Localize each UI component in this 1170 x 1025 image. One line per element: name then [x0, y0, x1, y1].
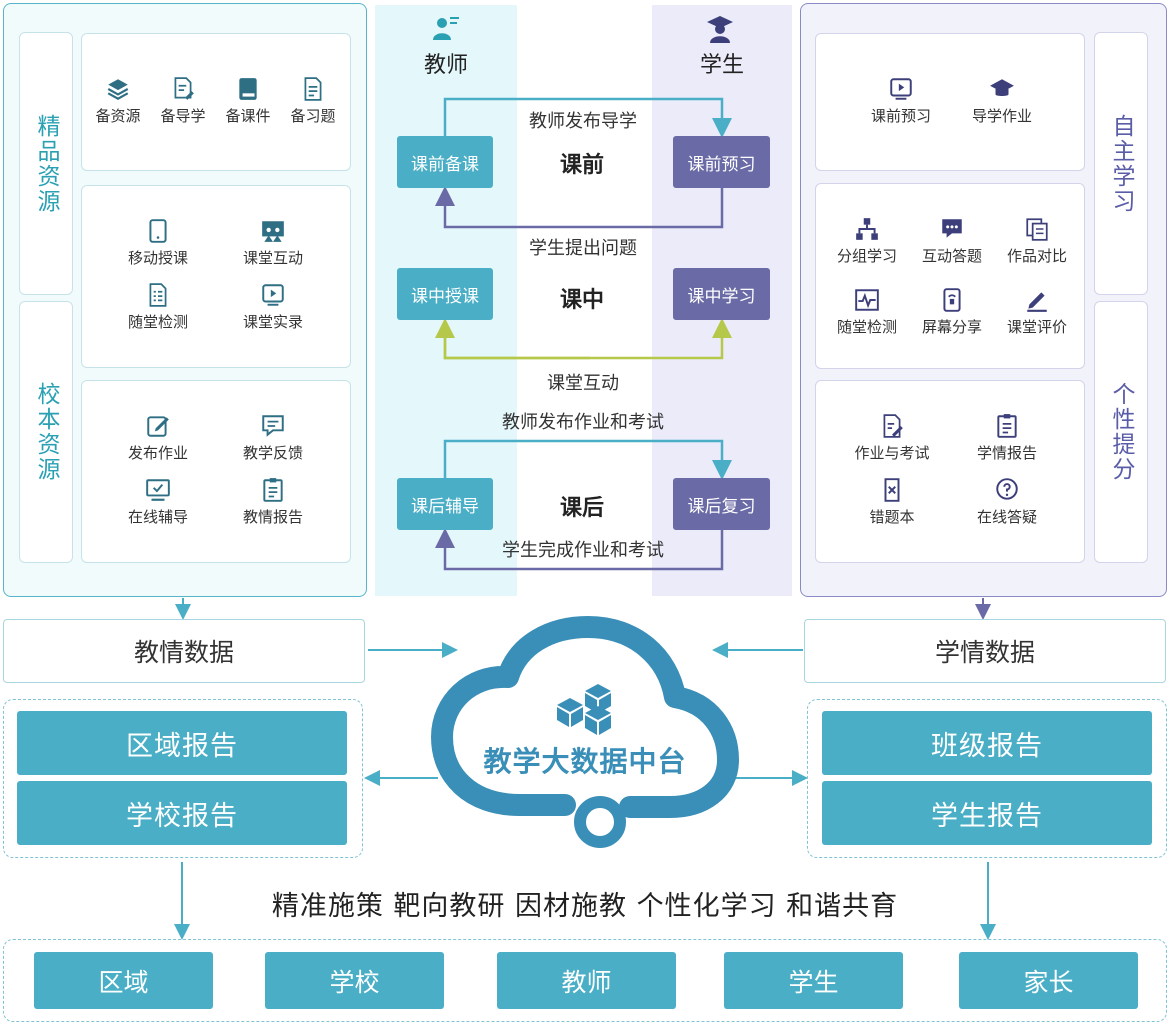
clipboard-icon — [997, 414, 1017, 438]
student-icon — [707, 16, 733, 43]
item-prep-exercises[interactable]: 备习题 — [268, 76, 358, 126]
message-icon — [262, 415, 284, 437]
audience-parent[interactable]: 家长 — [959, 952, 1138, 1009]
item-online-qa[interactable]: 在线答疑 — [962, 477, 1052, 527]
monitor-check-icon — [146, 479, 170, 501]
prep-card: 备资源 备导学 备课件 备习题 — [81, 33, 351, 171]
item-learning-report[interactable]: 学情报告 — [962, 413, 1052, 463]
item-prep-resources[interactable]: 备资源 — [73, 76, 163, 126]
graduation-cap-icon — [990, 79, 1014, 97]
item-interactive-answer[interactable]: 互动答题 — [907, 216, 997, 266]
after-class-card: 发布作业 教学反馈 在线辅导 教情报告 — [81, 380, 351, 563]
preview-card: 课前预习 导学作业 — [815, 33, 1085, 171]
flow-teacher-publish-guide: 教师发布导学 — [529, 111, 637, 132]
phase-after: 课后 — [559, 496, 604, 521]
flow-teacher-publish-homework: 教师发布作业和考试 — [502, 412, 664, 433]
audience-region[interactable]: 区域 — [34, 952, 213, 1009]
learning-data-box: 学情数据 — [804, 619, 1166, 683]
box-in-class-learning[interactable]: 课中学习 — [673, 268, 770, 320]
label-premium-resources: 精品资源 — [19, 32, 73, 295]
center-platform-title: 教学大数据中台 — [483, 745, 687, 778]
item-preview[interactable]: 课前预习 — [856, 76, 946, 126]
item-screen-share[interactable]: 屏幕分享 — [907, 287, 997, 337]
audience-school[interactable]: 学校 — [265, 952, 444, 1009]
pen-icon — [1027, 292, 1047, 312]
error-book-icon — [884, 478, 900, 502]
right-report-group — [807, 699, 1167, 858]
box-in-class-teaching[interactable]: 课中授课 — [397, 268, 493, 320]
item-prep-courseware[interactable]: 备课件 — [203, 76, 293, 126]
box-pre-class-preview[interactable]: 课前预习 — [673, 136, 770, 188]
item-mistake-book[interactable]: 错题本 — [847, 477, 937, 527]
org-chart-icon — [856, 218, 878, 240]
question-bubble-icon — [996, 478, 1018, 500]
tablet-icon — [149, 219, 167, 243]
edit-icon — [147, 416, 169, 437]
file-edit-icon — [883, 414, 903, 438]
item-class-evaluation[interactable]: 课堂评价 — [992, 287, 1082, 337]
student-title: 学生 — [699, 53, 744, 78]
label-personal-improvement: 个性提分 — [1094, 301, 1148, 563]
label-self-study: 自主学习 — [1094, 32, 1148, 295]
item-online-tutoring[interactable]: 在线辅导 — [113, 477, 203, 527]
audience-teacher[interactable]: 教师 — [497, 952, 676, 1009]
phone-share-icon — [943, 288, 961, 312]
box-after-class-tutoring[interactable]: 课后辅导 — [397, 478, 493, 530]
left-report-group — [3, 699, 363, 858]
presentation-icon — [262, 221, 284, 242]
student-report-button[interactable]: 学生报告 — [822, 781, 1152, 845]
teaching-data-box: 教情数据 — [3, 619, 365, 683]
phase-before: 课前 — [559, 153, 604, 178]
school-report-button[interactable]: 学校报告 — [17, 781, 347, 845]
item-publish-homework[interactable]: 发布作业 — [113, 413, 203, 463]
slogan: 精准施策 靶向教研 因材施教 个性化学习 和谐共育 — [271, 891, 899, 922]
flow-student-question: 学生提出问题 — [529, 238, 637, 259]
item-quiz-monitor[interactable]: 随堂检测 — [822, 287, 912, 337]
item-group-study[interactable]: 分组学习 — [822, 216, 912, 266]
item-mobile-teaching[interactable]: 移动授课 — [113, 218, 203, 268]
item-guide-homework[interactable]: 导学作业 — [957, 76, 1047, 126]
layers-icon — [107, 79, 129, 100]
teacher-title: 教师 — [423, 53, 468, 78]
audience-student[interactable]: 学生 — [724, 952, 903, 1009]
item-teaching-report[interactable]: 教情报告 — [228, 477, 318, 527]
checklist-icon — [149, 283, 167, 307]
item-prep-guide[interactable]: 备导学 — [138, 76, 228, 126]
item-work-compare[interactable]: 作品对比 — [992, 216, 1082, 266]
item-class-interaction[interactable]: 课堂互动 — [228, 218, 318, 268]
after-study-card: 作业与考试 学情报告 错题本 在线答疑 — [815, 380, 1085, 563]
item-homework-exam[interactable]: 作业与考试 — [847, 413, 937, 463]
chat-bubble-icon — [942, 219, 962, 238]
item-teaching-feedback[interactable]: 教学反馈 — [228, 413, 318, 463]
file-list-icon — [304, 77, 322, 101]
box-pre-class-prep[interactable]: 课前备课 — [397, 136, 493, 188]
phase-during: 课中 — [559, 288, 604, 313]
class-card: 移动授课 课堂互动 随堂检测 课堂实录 — [81, 185, 351, 368]
copy-icon — [1026, 218, 1048, 241]
item-class-quiz[interactable]: 随堂检测 — [113, 282, 203, 332]
box-after-class-review[interactable]: 课后复习 — [673, 478, 770, 530]
audience-group — [3, 939, 1167, 1022]
teacher-icon — [433, 17, 459, 40]
document-edit-icon — [174, 77, 194, 100]
clipboard-icon — [263, 478, 283, 502]
pulse-chart-icon — [855, 289, 879, 311]
flow-class-interaction: 课堂互动 — [547, 373, 619, 394]
play-screen-icon — [890, 78, 912, 100]
item-class-recording[interactable]: 课堂实录 — [228, 282, 318, 332]
video-icon — [262, 284, 284, 306]
label-school-resources: 校本资源 — [19, 301, 73, 563]
class-report-button[interactable]: 班级报告 — [822, 711, 1152, 775]
in-class-card: 分组学习 互动答题 作品对比 随堂检测 屏幕分享 课堂评价 — [815, 183, 1085, 369]
flow-student-complete-homework: 学生完成作业和考试 — [502, 540, 664, 561]
cloud-icon — [431, 616, 739, 848]
book-icon — [239, 78, 257, 100]
region-report-button[interactable]: 区域报告 — [17, 711, 347, 775]
